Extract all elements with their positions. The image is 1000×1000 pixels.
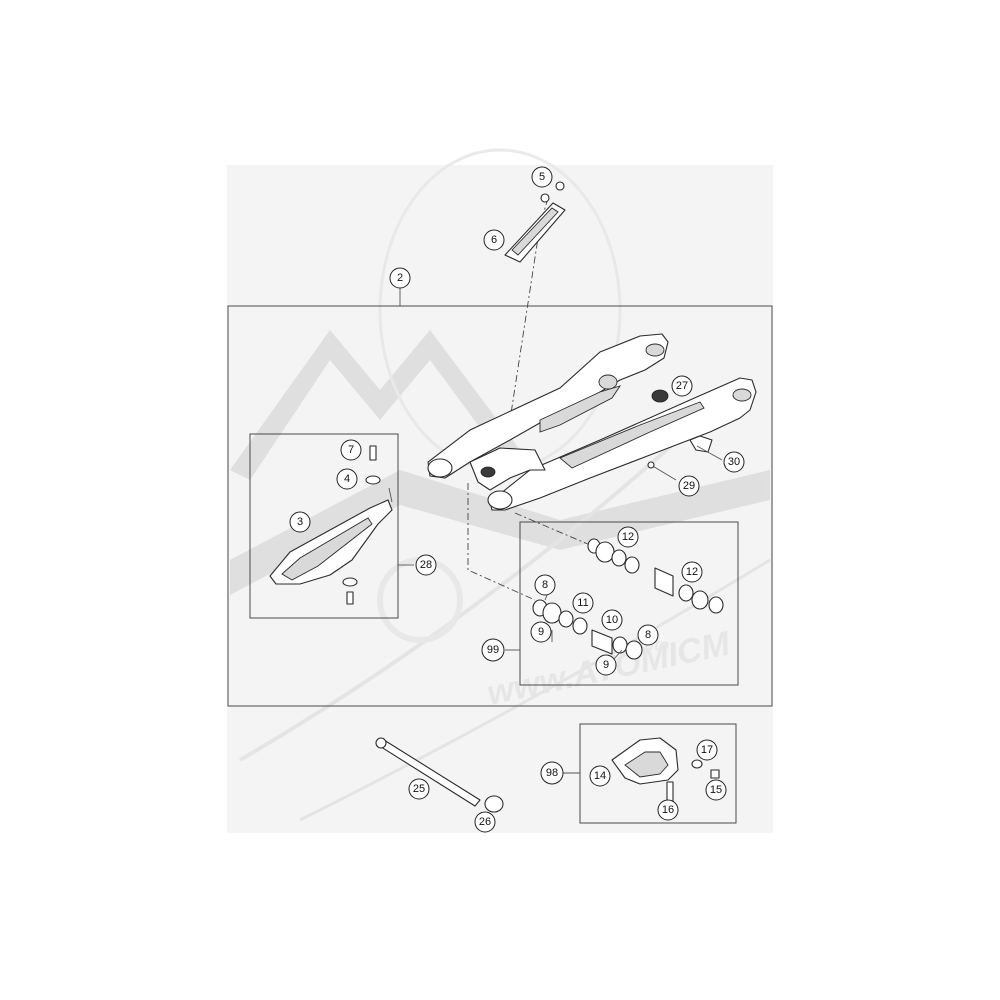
spacer-part-26 <box>484 795 504 813</box>
assembly-frame-28 <box>249 433 399 619</box>
chain-guide-part-14 <box>611 737 679 785</box>
svg-text:3: 3 <box>297 516 303 528</box>
callout-8a: 8 <box>534 574 556 596</box>
assembly-frame-2 <box>227 305 773 707</box>
bearing-kit-parts <box>532 538 724 660</box>
svg-text:12: 12 <box>622 531 634 543</box>
callout-12a: 12 <box>617 526 639 548</box>
axle-part-25 <box>375 737 481 807</box>
svg-text:6: 6 <box>491 234 497 246</box>
sleeve-part-15 <box>710 769 720 779</box>
slider-bolt <box>342 577 358 605</box>
screw-part-29 <box>647 461 677 481</box>
slider-guide-part-6 <box>504 202 566 263</box>
svg-text:5: 5 <box>539 171 545 183</box>
callout-29: 29 <box>678 475 700 497</box>
washer-part-4 <box>365 475 381 485</box>
callout-3: 3 <box>289 511 311 533</box>
callout-6: 6 <box>483 229 505 251</box>
callout-14: 14 <box>589 765 611 787</box>
svg-text:10: 10 <box>606 614 618 626</box>
svg-text:99: 99 <box>487 644 499 656</box>
callout-9a: 9 <box>530 621 552 643</box>
svg-text:30: 30 <box>728 456 740 468</box>
leader-30 <box>696 445 723 461</box>
svg-text:9: 9 <box>538 626 544 638</box>
callout-26: 26 <box>474 811 496 833</box>
svg-text:25: 25 <box>413 783 425 795</box>
assembly-frame-99 <box>519 521 739 686</box>
callout-98: 98 <box>540 761 564 785</box>
svg-text:98: 98 <box>546 767 558 779</box>
callout-16: 16 <box>657 799 679 821</box>
callout-11: 11 <box>572 592 594 614</box>
callout-25: 25 <box>408 778 430 800</box>
callout-5: 5 <box>531 166 553 188</box>
callout-10: 10 <box>601 609 623 631</box>
svg-text:12: 12 <box>686 566 698 578</box>
callout-17: 17 <box>696 739 718 761</box>
leader-pivot-dashed-2 <box>514 512 591 546</box>
callout-8b: 8 <box>637 624 659 646</box>
svg-text:9: 9 <box>603 659 609 671</box>
callout-4: 4 <box>336 468 358 490</box>
svg-text:28: 28 <box>420 559 432 571</box>
svg-text:26: 26 <box>479 816 491 828</box>
callout-12b: 12 <box>681 561 703 583</box>
svg-text:17: 17 <box>701 744 713 756</box>
swingarm <box>427 333 757 511</box>
screw-part-7 <box>369 445 377 461</box>
bolt-part-16 <box>666 781 674 803</box>
callout-7: 7 <box>340 439 362 461</box>
svg-text:29: 29 <box>683 480 695 492</box>
plug-part-27 <box>651 389 669 403</box>
svg-text:16: 16 <box>662 804 674 816</box>
chain-slider-part-3 <box>269 499 393 585</box>
washer-part-17 <box>691 759 703 769</box>
callout-2: 2 <box>389 267 411 289</box>
callout-28: 28 <box>415 554 437 576</box>
svg-text:11: 11 <box>577 597 588 609</box>
svg-text:15: 15 <box>710 784 722 796</box>
callout-9b: 9 <box>595 654 617 676</box>
svg-text:4: 4 <box>344 473 350 485</box>
svg-text:8: 8 <box>645 629 651 641</box>
nut-part-5 <box>540 181 565 203</box>
svg-text:14: 14 <box>594 770 606 782</box>
callout-99: 99 <box>481 638 505 662</box>
leader-pivot-dashed-1 <box>467 483 536 601</box>
svg-text:27: 27 <box>676 380 688 392</box>
svg-text:7: 7 <box>348 444 354 456</box>
callout-30: 30 <box>723 451 745 473</box>
assembly-frame-98 <box>579 723 737 824</box>
callout-15: 15 <box>705 779 727 801</box>
svg-text:2: 2 <box>397 272 403 284</box>
callout-27: 27 <box>671 375 693 397</box>
svg-text:8: 8 <box>542 579 548 591</box>
